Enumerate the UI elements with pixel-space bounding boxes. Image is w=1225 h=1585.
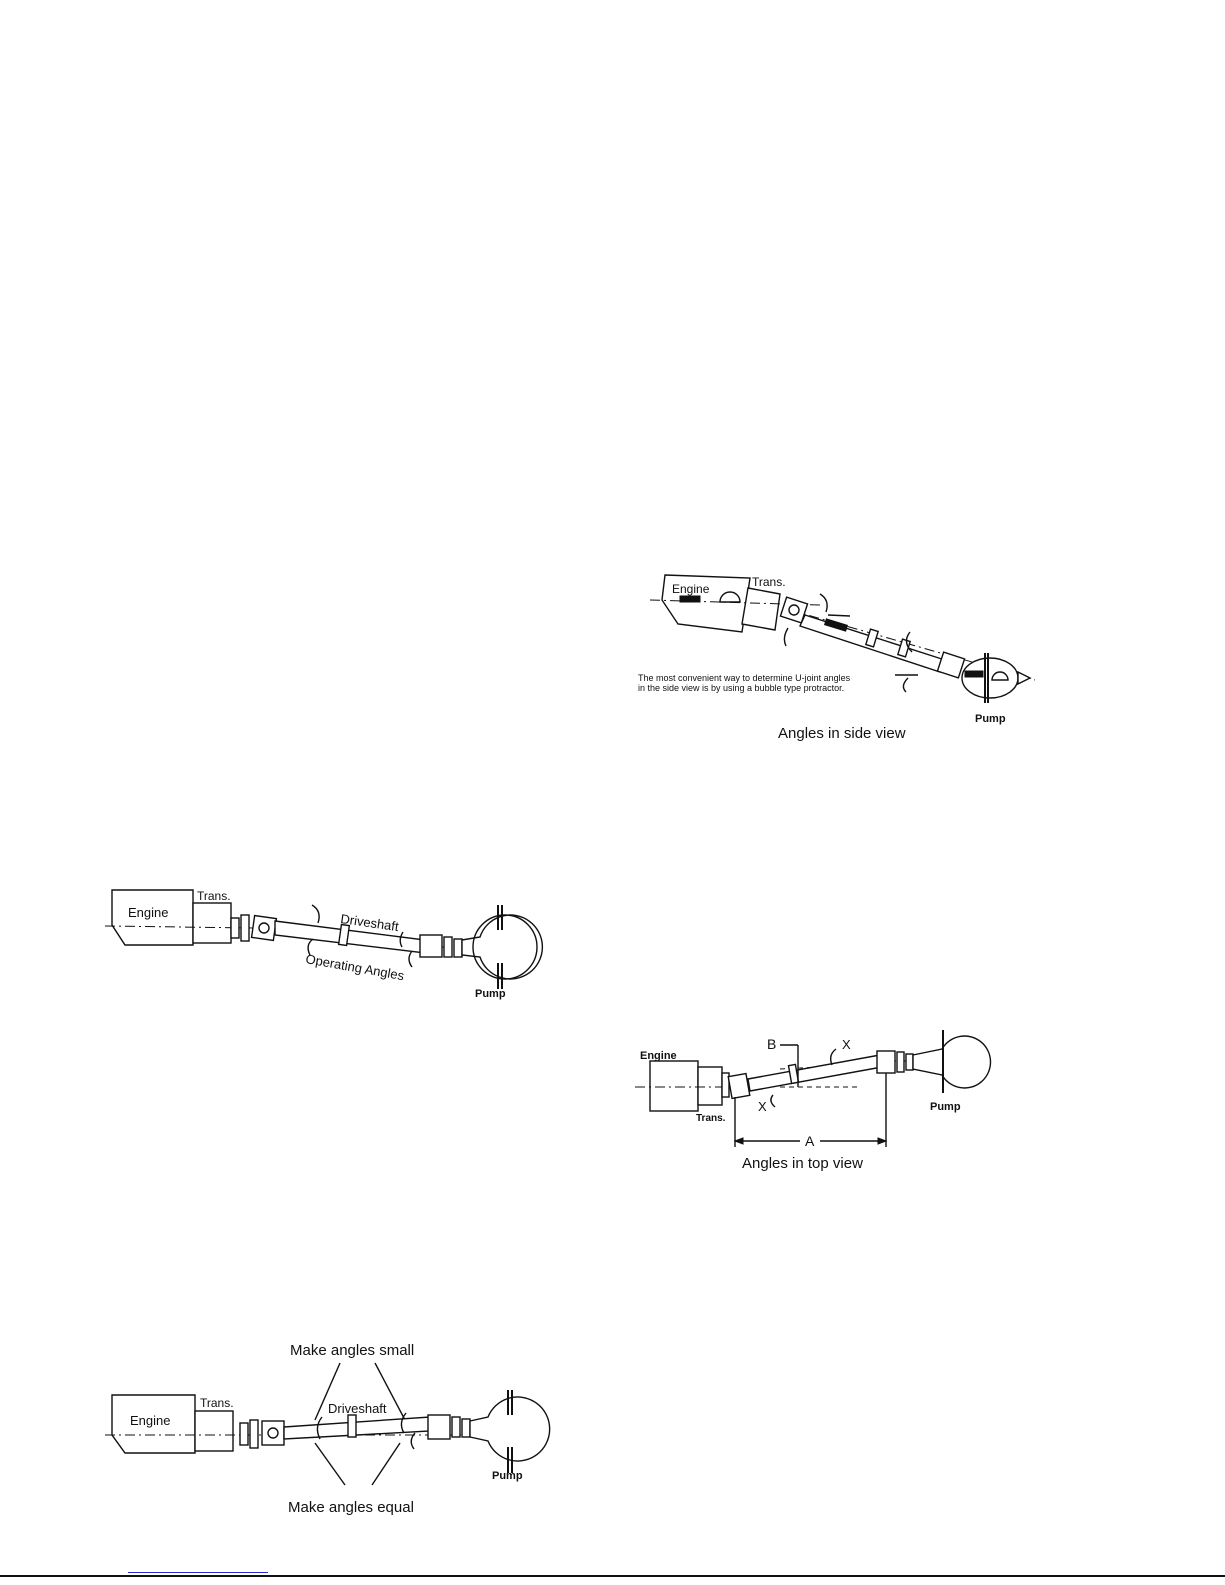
top-view-figure: Engine Trans. Pump B X X A Angles in top… <box>630 1025 1000 1175</box>
side-view-caption: Angles in side view <box>778 725 906 742</box>
u-joint-rear <box>419 934 443 958</box>
label-a: A <box>805 1133 815 1149</box>
small-equal-angles-figure: Make angles small Engine Trans. <box>100 1335 560 1520</box>
make-angles-equal-caption: Make angles equal <box>288 1499 414 1516</box>
u-joint-front <box>250 914 278 942</box>
footer-rule <box>0 1575 1225 1577</box>
pump-body <box>961 657 1019 699</box>
small-equal-angles-drawing: Make angles small Engine Trans. <box>105 1342 551 1516</box>
protractor-marker <box>679 595 701 603</box>
label-x-bottom: X <box>758 1099 767 1114</box>
transmission <box>697 1066 723 1106</box>
u-joint-rear <box>876 1050 896 1074</box>
protractor-note-line1: The most convenient way to determine U-j… <box>638 673 851 683</box>
operating-angles-label: Operating Angles <box>304 951 405 983</box>
pump-label: Pump <box>492 1470 523 1482</box>
u-joint-front <box>261 1420 285 1446</box>
side-view-figure: Engine Trans. The most convenient way to… <box>620 560 1060 750</box>
side-view-drawing: Engine Trans. The most convenient way to… <box>638 574 1036 742</box>
transmission <box>741 587 781 631</box>
make-angles-small-caption: Make angles small <box>290 1342 414 1359</box>
pump-label: Pump <box>975 713 1006 725</box>
top-view-caption: Angles in top view <box>742 1155 863 1172</box>
u-joint-rear <box>427 1414 451 1440</box>
driveshaft-tube <box>283 1416 431 1440</box>
engine-label: Engine <box>672 582 710 596</box>
pump-label: Pump <box>475 988 506 1000</box>
engine-label: Engine <box>128 905 168 920</box>
pump-label: Pump <box>930 1101 961 1113</box>
engine-label: Engine <box>130 1413 170 1428</box>
driveshaft-label: Driveshaft <box>328 1401 387 1416</box>
engine-label: Engine <box>640 1050 677 1062</box>
u-joint-front <box>779 596 809 624</box>
transmission <box>192 902 232 944</box>
operating-angles-drawing: Engine Trans. Driveshaft Operating Angle… <box>104 889 544 1000</box>
transmission <box>194 1410 234 1452</box>
footer-link-underline[interactable] <box>128 1572 268 1573</box>
trans-label: Trans. <box>696 1113 726 1124</box>
label-x-top: X <box>842 1037 851 1052</box>
pump-body <box>912 1035 992 1089</box>
driveshaft-tube <box>747 1054 883 1092</box>
pump-body <box>461 914 544 980</box>
engine-block <box>111 889 194 946</box>
protractor-dome <box>719 591 741 603</box>
u-joint-front <box>727 1072 751 1100</box>
trans-label: Trans. <box>752 575 786 589</box>
label-b: B <box>767 1036 776 1052</box>
trans-label: Trans. <box>200 1396 234 1410</box>
engine-block <box>661 574 751 633</box>
trans-label: Trans. <box>197 889 231 903</box>
protractor-note-line2: in the side view is by using a bubble ty… <box>638 683 844 693</box>
engine-block <box>111 1394 196 1454</box>
pump-body <box>469 1396 551 1462</box>
top-view-drawing: Engine Trans. Pump B X X A Angles in top… <box>635 1030 992 1172</box>
operating-angles-figure: Engine Trans. Driveshaft Operating Angle… <box>100 885 550 1010</box>
engine-block <box>649 1060 699 1112</box>
u-joint-rear <box>936 651 966 679</box>
